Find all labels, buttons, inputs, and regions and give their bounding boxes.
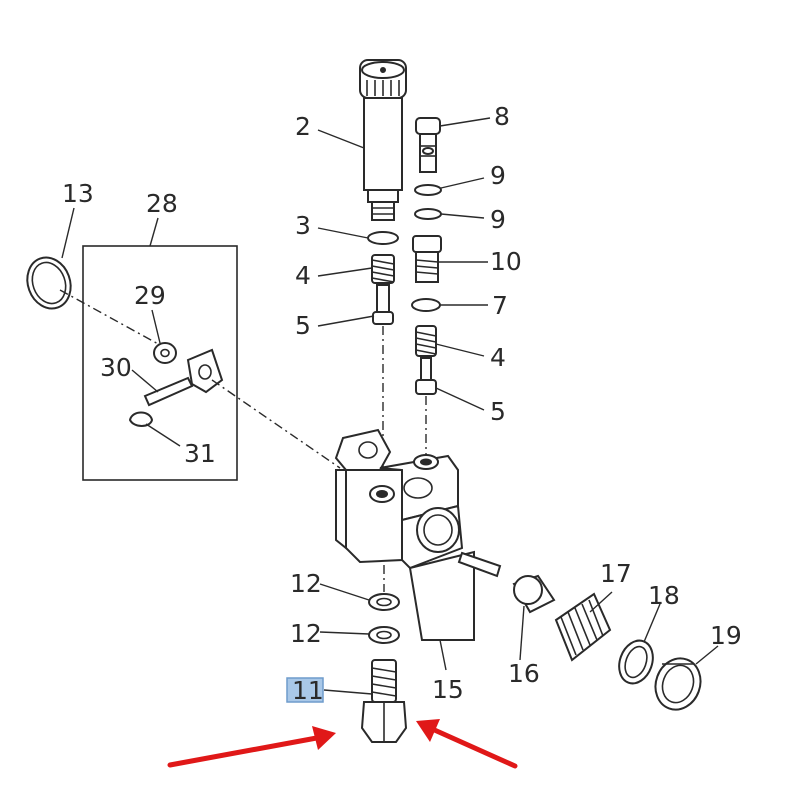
label-5-right: 5 — [490, 397, 506, 426]
red-arrow-left-icon — [167, 726, 336, 768]
label-28: 28 — [146, 189, 178, 218]
label-9-upper: 9 — [490, 161, 506, 190]
label-31: 31 — [184, 439, 216, 468]
label-12-upper: 12 — [290, 569, 322, 598]
part-31-clip — [128, 411, 154, 427]
label-2: 2 — [295, 112, 311, 141]
label-7: 7 — [492, 291, 508, 320]
part-16-pin — [457, 551, 502, 578]
label-4-left: 4 — [295, 261, 311, 290]
part-15-bracket — [408, 550, 475, 641]
part-9-gasket-upper — [414, 184, 442, 196]
label-12-lower: 12 — [290, 619, 322, 648]
label-3: 3 — [295, 211, 311, 240]
assembly-line-13 — [59, 289, 161, 346]
part-8-bolt — [415, 117, 441, 173]
part-9-gasket-lower — [414, 208, 442, 220]
label-13: 13 — [62, 179, 94, 208]
label-5-left: 5 — [295, 311, 311, 340]
part-17-spring — [554, 592, 612, 662]
part-30-pin — [143, 376, 194, 407]
part-19-plug — [654, 657, 702, 711]
part-4-spring-right — [415, 325, 437, 357]
part-10-fitting — [412, 235, 442, 283]
part-12-washer-upper — [368, 593, 400, 611]
pump-body — [334, 428, 464, 570]
label-16: 16 — [508, 659, 540, 688]
label-4-right: 4 — [490, 343, 506, 372]
assembly-line-lever — [211, 379, 341, 469]
label-11: 11 — [292, 676, 324, 705]
highlight-box — [286, 677, 324, 703]
part-16-sleeve — [512, 574, 556, 614]
label-18: 18 — [648, 581, 680, 610]
part-5-valve-right — [415, 357, 437, 395]
part-2-primer-pump — [359, 59, 407, 221]
part-lever — [186, 348, 224, 394]
part-12-washer-lower — [368, 626, 400, 644]
label-30: 30 — [100, 353, 132, 382]
highlighted-part-11[interactable]: 11 — [286, 676, 324, 705]
part-29-washer — [153, 342, 177, 364]
label-9-lower: 9 — [490, 205, 506, 234]
part-11-drain-bolt — [360, 659, 408, 743]
detail-box-28 — [82, 245, 238, 481]
label-10: 10 — [490, 247, 522, 276]
leader-lines — [61, 117, 719, 695]
label-29: 29 — [134, 281, 166, 310]
part-5-valve-left — [372, 284, 394, 325]
part-7-o-ring — [411, 298, 441, 312]
part-3-o-ring — [367, 231, 399, 245]
part-18-gasket — [618, 639, 654, 685]
label-19: 19 — [710, 621, 742, 650]
red-arrow-right-icon — [416, 719, 518, 769]
red-arrows — [167, 719, 518, 769]
label-8: 8 — [494, 102, 510, 131]
part-4-spring-left — [371, 254, 395, 284]
label-15: 15 — [432, 675, 464, 704]
label-17: 17 — [600, 559, 632, 588]
part-13-snap-ring — [26, 256, 72, 310]
part-labels: 2 3 4 5 8 9 9 10 7 4 5 13 28 29 30 31 12… — [62, 102, 742, 704]
